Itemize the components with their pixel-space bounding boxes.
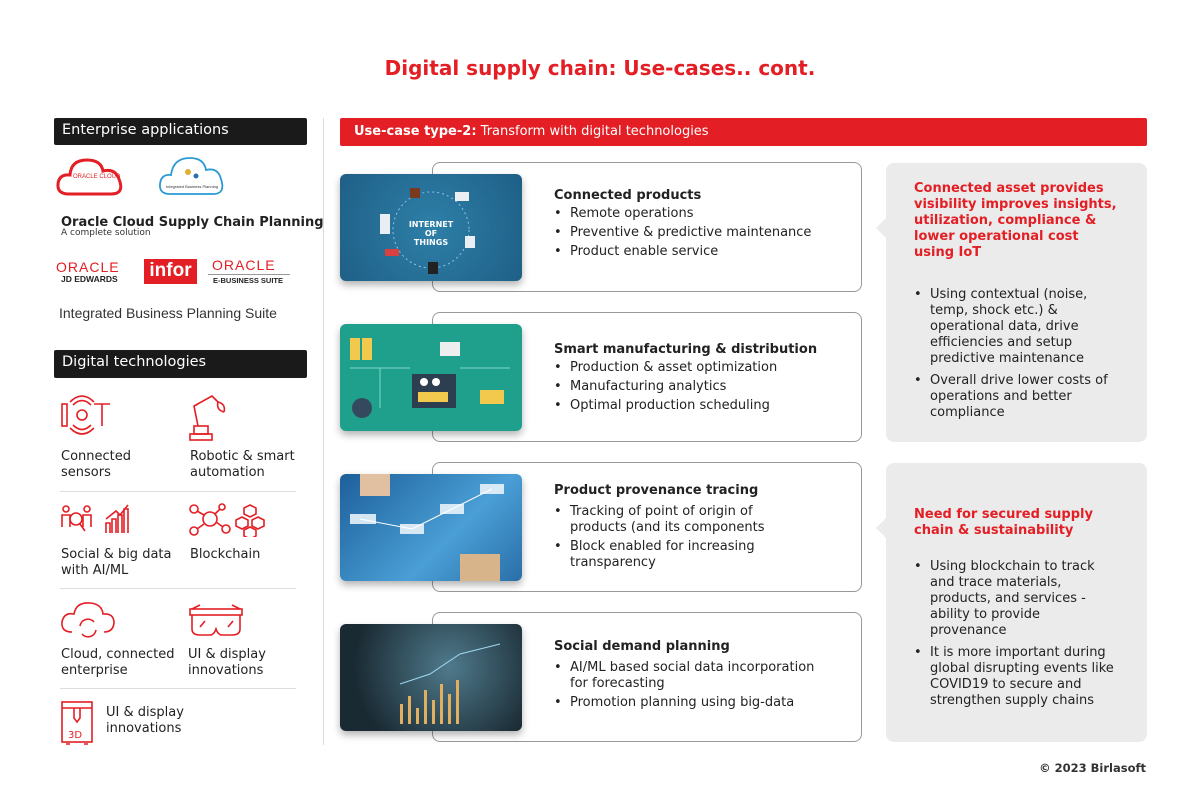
page-title: Digital supply chain: Use-cases.. cont.: [384, 56, 816, 80]
oracle-scp-title: Oracle Cloud Supply Chain Planning: [61, 215, 324, 230]
3d-printer-icon: 3D: [61, 701, 93, 745]
smart-glasses-icon: [189, 604, 243, 636]
banner-label: Use-case type-2:: [354, 124, 477, 139]
banner-text: Transform with digital technologies: [476, 124, 709, 139]
jde-label: JD EDWARDS: [61, 274, 118, 284]
column-divider: [323, 118, 324, 745]
benefit-panel-iot: Connected asset provides visibility impr…: [876, 163, 1147, 442]
tech-label-social-big-data: Social & big data with AI/ML: [61, 547, 172, 578]
jde-oracle-logo: ORACLE: [56, 259, 120, 275]
card-text-connected-products: Connected products Remote operationsPrev…: [554, 186, 811, 263]
infor-logo: infor: [144, 259, 197, 284]
card-title: Product provenance tracing: [554, 483, 759, 498]
benefit-bullet: Using blockchain to track and trace mate…: [914, 559, 1119, 639]
blockchain-icon: [189, 503, 265, 537]
ebs-oracle-logo: ORACLE: [212, 257, 276, 273]
card-bullet: Preventive & predictive maintenance: [554, 225, 811, 241]
iot-illustration-label: INTERNET OF THINGS: [408, 220, 454, 247]
card-title: Connected products: [554, 188, 702, 203]
benefit-bullet: Overall drive lower costs of operations …: [914, 373, 1119, 421]
smart-manufacturing-illustration: [340, 324, 522, 431]
iot-icon: [61, 395, 110, 435]
tech-label-cloud: Cloud, connected enterprise: [61, 647, 175, 678]
copyright-footer: © 2023 Birlasoft: [1039, 761, 1146, 775]
card-bullet: Product enable service: [554, 244, 811, 260]
card-title: Social demand planning: [554, 639, 730, 654]
sap-ibp-logo: Integrated Business Planning: [158, 152, 226, 197]
oracle-scp-subtitle: A complete solution: [61, 228, 151, 238]
card-bullet: Block enabled for increasing transparenc…: [554, 539, 774, 571]
card-bullet: Promotion planning using big-data: [554, 695, 824, 711]
card-bullet: Optimal production scheduling: [554, 398, 817, 414]
benefit-title: Need for secured supply chain & sustaina…: [914, 507, 1093, 538]
card-bullet: Production & asset optimization: [554, 360, 817, 376]
tech-label-ui-display: UI & display innovations: [188, 647, 266, 678]
tech-label-blockchain: Blockchain: [190, 547, 261, 562]
social-analytics-icon: [61, 504, 129, 533]
provenance-tracing-illustration: [340, 474, 522, 581]
benefit-title: Connected asset provides visibility impr…: [914, 181, 1117, 260]
card-text-social-demand: Social demand planning AI/ML based socia…: [554, 637, 824, 714]
iot-illustration: INTERNET OF THINGS: [340, 174, 522, 281]
card-bullet: Manufacturing analytics: [554, 379, 817, 395]
benefit-bullet: It is more important during global disru…: [914, 645, 1119, 709]
oracle-cloud-logo: ORACLE CLOUD: [55, 152, 127, 198]
card-bullet: AI/ML based social data incorporation fo…: [554, 660, 824, 692]
card-title: Smart manufacturing & distribution: [554, 342, 818, 357]
card-bullet: Tracking of point of origin of products …: [554, 504, 774, 536]
card-text-provenance: Product provenance tracing Tracking of p…: [554, 481, 774, 574]
tech-label-3d-printing: UI & display innovations: [106, 705, 184, 736]
robot-arm-icon: [189, 395, 226, 441]
tech-label-robotic: Robotic & smart automation: [190, 449, 295, 480]
use-case-banner: Use-case type-2: Transform with digital …: [340, 118, 1147, 146]
tech-label-connected-sensors: Connected sensors: [61, 449, 132, 480]
card-bullet: Remote operations: [554, 206, 811, 222]
benefit-panel-blockchain: Need for secured supply chain & sustaina…: [876, 463, 1147, 742]
social-demand-illustration: [340, 624, 522, 731]
ibp-suite-label: Integrated Business Planning Suite: [59, 305, 277, 321]
digital-technologies-header: Digital technologies: [54, 350, 307, 378]
svg-text:3D: 3D: [68, 730, 82, 741]
card-text-smart-manufacturing: Smart manufacturing & distribution Produ…: [554, 340, 817, 417]
benefit-bullet: Using contextual (noise, temp, shock etc…: [914, 287, 1119, 367]
enterprise-applications-header: Enterprise applications: [54, 118, 307, 145]
cloud-sync-icon: [61, 602, 115, 638]
ebs-label: E-BUSINESS SUITE: [213, 276, 284, 285]
